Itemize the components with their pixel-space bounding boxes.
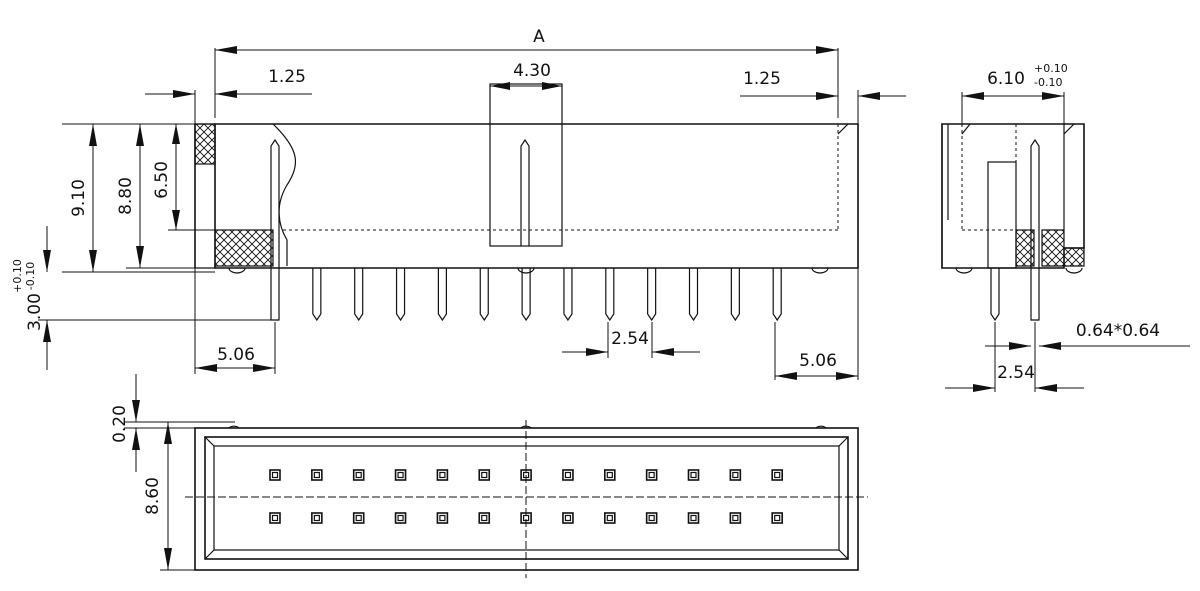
top-pin-square [645,512,658,524]
top-pin-square [352,512,365,524]
top-pin-square [771,512,784,524]
top-pin-square [311,469,323,481]
top-pin-square [729,512,742,524]
dim-610-tol-plus: +0.10 [1034,62,1068,75]
front-pin [772,268,782,322]
top-view [185,420,868,578]
side-view [941,123,1085,322]
dim-a-label: A [533,27,545,47]
top-pin-square [311,512,323,524]
dimension-300: 3.00 +0.10 -0.10 [11,226,271,370]
dimension-254-front: 2.54 [562,322,700,358]
dim-506-left-label: 5.06 [217,345,255,365]
dim-506-right-label: 5.06 [799,351,837,371]
dim-300-tol-minus: -0.10 [24,262,37,290]
top-pin-square [520,469,532,481]
top-pin-square [687,469,700,481]
front-long-pin [270,138,280,321]
dimension-125-right: 1.25 [740,69,906,124]
top-pin-square [771,469,784,481]
dimension-506-right: 5.06 [774,268,859,380]
front-pin [395,268,406,322]
dim-064-label: 0.64*0.64 [1076,321,1160,341]
side-hatch-right [1041,229,1085,267]
dimension-860: 8.60 [143,422,195,571]
side-hatch-left [1015,229,1035,267]
front-view [194,83,859,322]
side-pin-short [990,268,1000,322]
dimension-880: 8.80 [116,124,215,269]
dimension-125-left: 1.25 [145,67,312,124]
front-pin [521,268,531,322]
top-pin-square [729,469,742,481]
front-pin [605,268,615,322]
top-pin-square [520,512,532,524]
dimension-650: 6.50 [152,124,215,231]
dimension-020: 0.20 [110,374,235,472]
front-pin [647,268,657,322]
front-pin [354,268,364,322]
top-pin-square [478,512,491,524]
top-pin-square [603,512,616,524]
dimension-254-side: 2.54 [945,322,1084,392]
top-pin-square [394,469,407,481]
front-center-long-pin [520,138,530,246]
top-pin-square [562,469,574,481]
dim-610-label: 6.10 [987,69,1025,89]
top-pin-square [394,512,407,524]
dim-300-tol-plus: +0.10 [11,259,24,293]
front-pin [730,268,740,322]
dim-254-side-label: 2.54 [997,363,1035,383]
dim-880-label: 8.80 [116,177,136,215]
dim-020-label: 0.20 [110,405,130,443]
front-pin [563,268,573,322]
dimension-506-left: 5.06 [194,268,276,374]
side-inner-wall [987,161,1017,269]
front-pin [437,268,447,322]
side-pin-long [1030,138,1040,321]
front-center-key [489,83,563,247]
top-pin-square [269,512,281,524]
top-pin-square [269,469,281,481]
dim-125-right-label: 1.25 [743,69,781,89]
dimension-064: 0.64*0.64 [985,321,1190,350]
top-pins [269,469,784,524]
top-pin-square [603,469,616,481]
dimension-910: 9.10 [62,123,215,273]
front-pin [688,268,699,322]
dimension-430: 4.30 [490,61,562,90]
dim-430-label: 4.30 [513,61,551,81]
dim-300-label: 3.00 [25,293,45,331]
front-pin [479,268,489,322]
dim-910-label: 9.10 [69,179,89,217]
top-pin-square [687,512,700,524]
dimension-610: 6.10 +0.10 -0.10 [961,62,1068,124]
front-pins [312,268,782,322]
top-pin-square [436,512,449,524]
front-pin [312,268,322,322]
front-hatch-bottom [214,229,274,267]
dim-610-tol-minus: -0.10 [1034,76,1062,89]
dim-125-left-label: 1.25 [268,67,306,87]
top-pin-square [436,469,449,481]
dim-860-label: 8.60 [143,477,163,515]
top-pin-square [562,512,574,524]
dim-254-front-label: 2.54 [611,329,649,349]
top-pin-square [352,469,365,481]
top-pin-square [478,469,491,481]
front-hatch-top [194,123,216,165]
dimension-a: A [214,27,839,118]
top-pin-square [645,469,658,481]
front-break-line [272,123,297,266]
dim-650-label: 6.50 [152,161,172,199]
